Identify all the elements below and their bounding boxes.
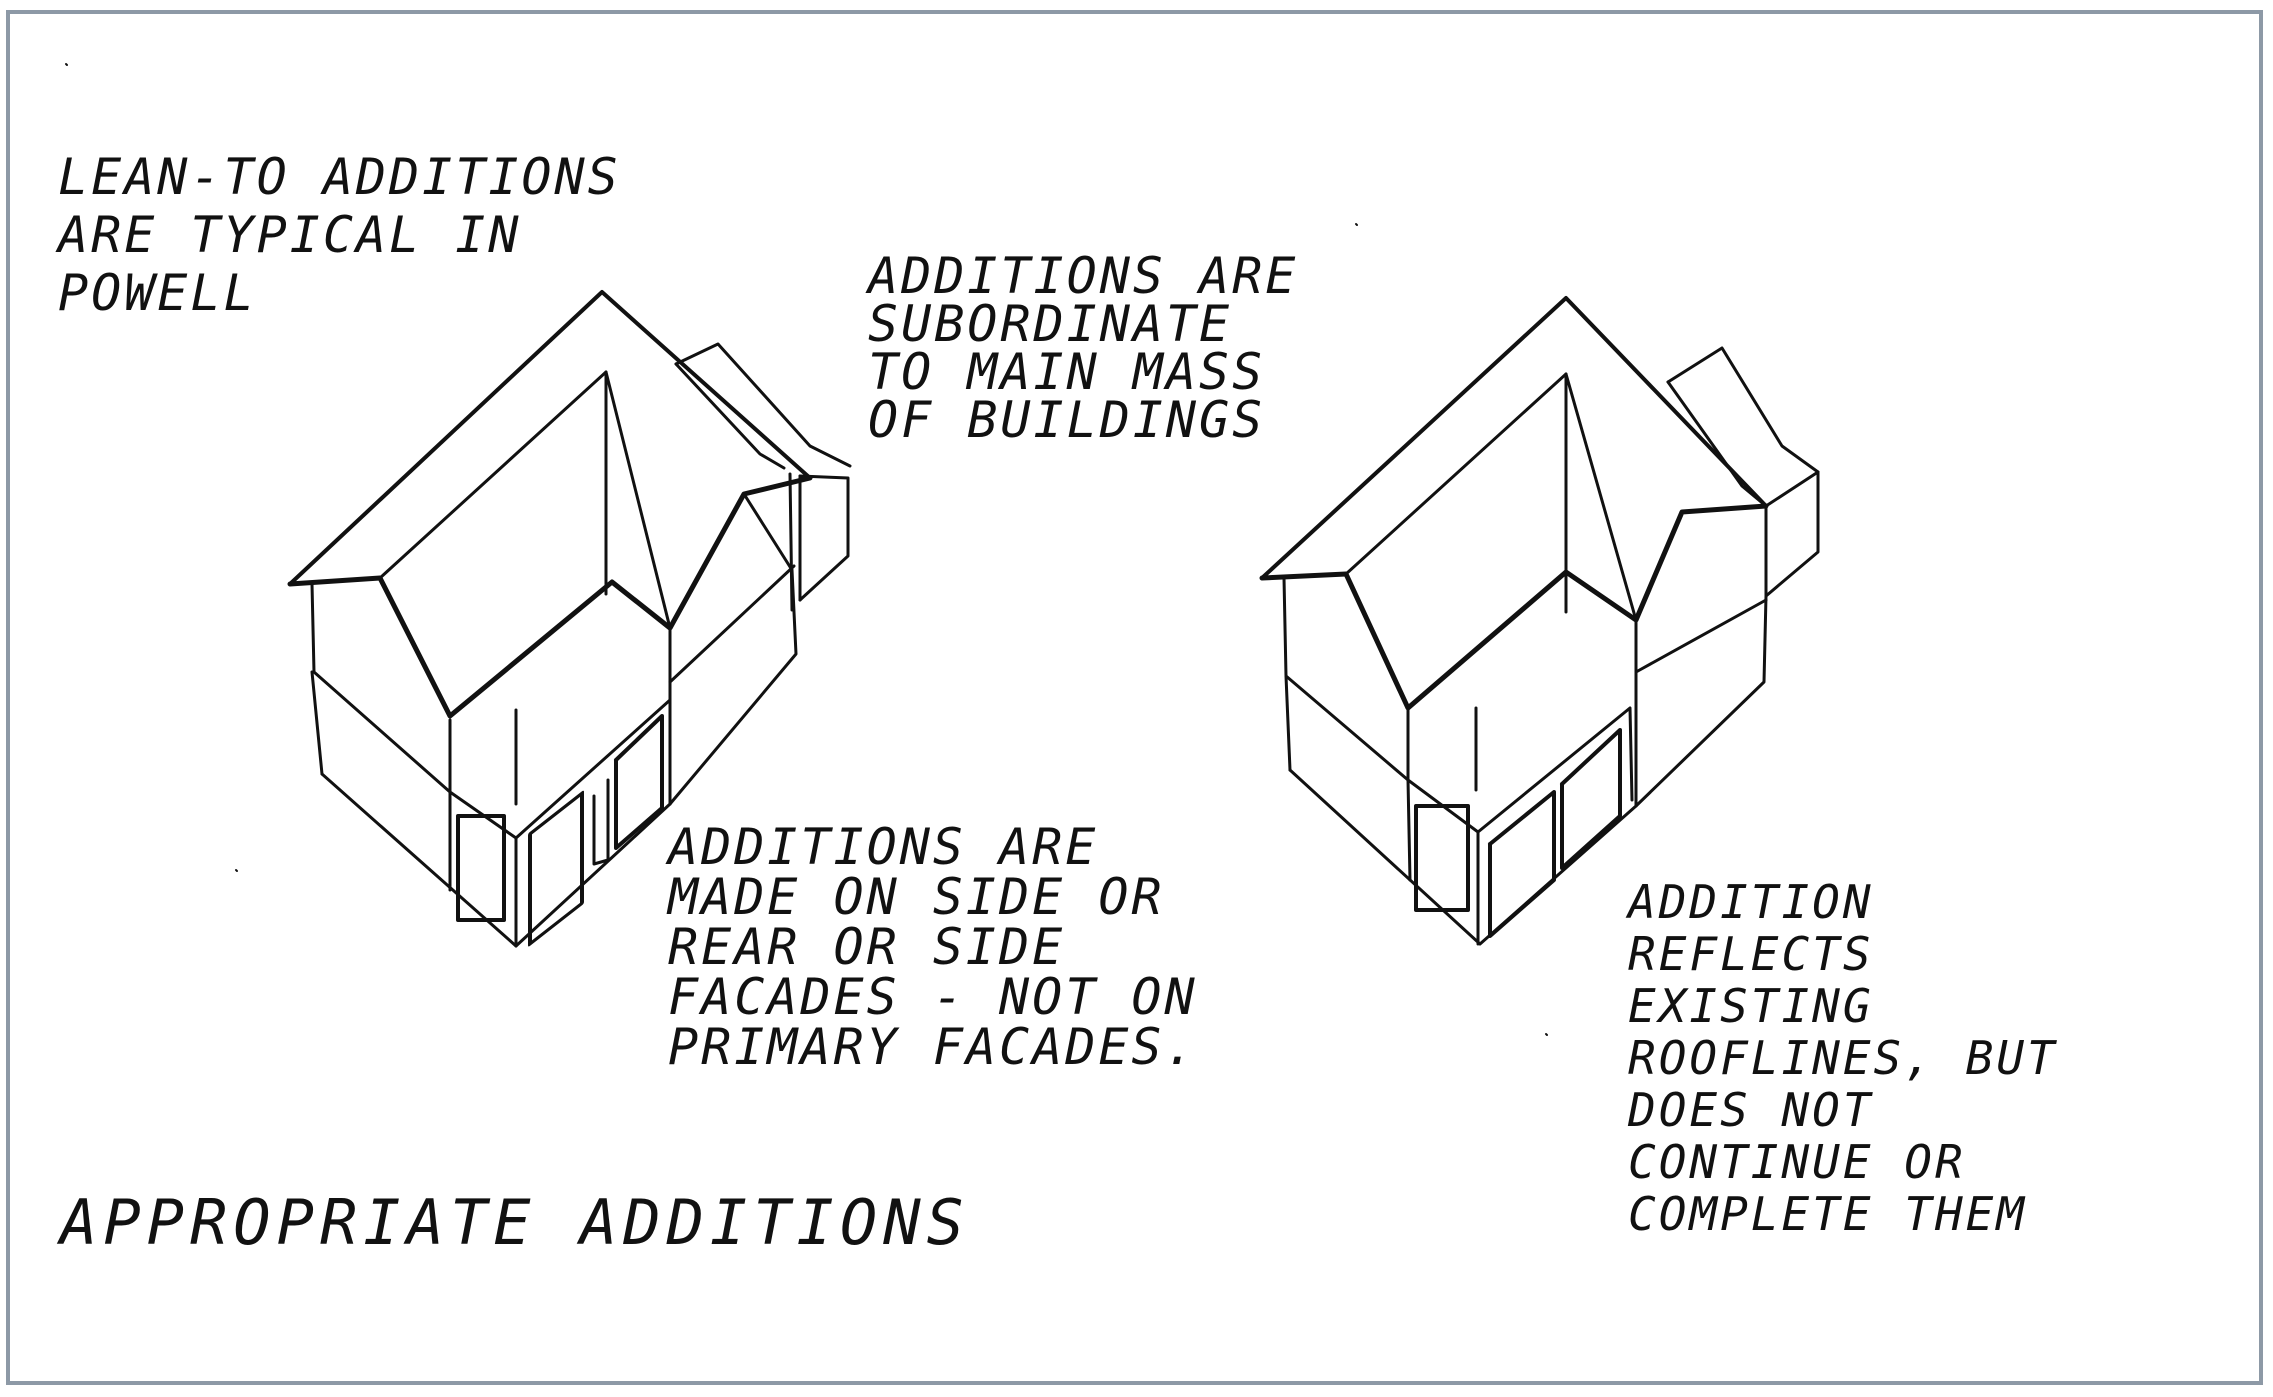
left-main-roof: [290, 292, 810, 716]
right-building: [1262, 298, 1818, 944]
left-bay-window: [450, 700, 670, 946]
right-main-roof: [1262, 298, 1766, 708]
note-reflects-rooflines: ADDITION REFLECTS EXISTING ROOFLINES, BU…: [1628, 876, 2058, 1240]
right-bay-window: [1408, 708, 1632, 944]
note-subordinate-additions: ADDITIONS ARE SUBORDINATE TO MAIN MASS O…: [868, 252, 1298, 444]
note-side-or-rear-additions: ADDITIONS ARE MADE ON SIDE OR REAR OR SI…: [668, 822, 1198, 1072]
diagram-title: APPROPRIATE ADDITIONS: [60, 1186, 970, 1259]
note-lean-to-additions: LEAN-TO ADDITIONS ARE TYPICAL IN POWELL: [58, 148, 621, 322]
side-addition: [1668, 348, 1818, 596]
